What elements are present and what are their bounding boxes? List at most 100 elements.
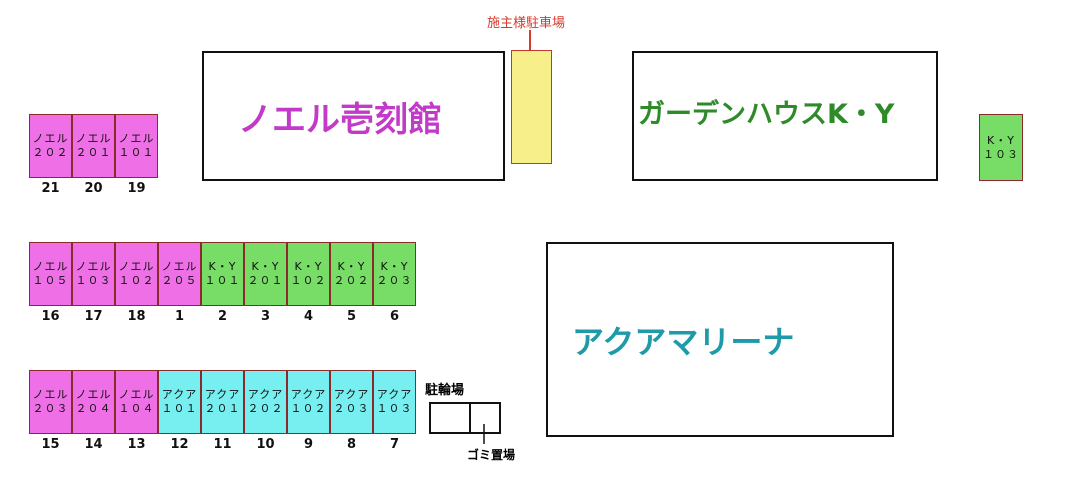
slot-line1: K・Y: [337, 260, 366, 273]
bike-parking-label: 駐輪場: [425, 383, 465, 398]
parking-slot-number: 8: [346, 437, 357, 452]
slot-line2: １０３: [983, 147, 1019, 161]
slot-line1: アクア: [161, 388, 198, 401]
slot-line2: ２０２: [247, 402, 284, 415]
slot-line2: ２０５: [161, 274, 198, 287]
parking-slot-number: 2: [217, 309, 228, 324]
building-noel-name: ノエル壱刻館: [238, 100, 442, 140]
parking-slot-number: 12: [170, 437, 189, 452]
slot-line2: ２０１: [75, 146, 112, 159]
slot-line1: ノエル: [118, 260, 155, 273]
garbage-label: ゴミ置場: [467, 448, 516, 462]
parking-slot-number: 17: [84, 309, 103, 324]
slot-line2: ２０３: [32, 402, 69, 415]
slot-line1: ノエル: [75, 260, 112, 273]
slot-line1: K・Y: [251, 260, 280, 273]
parking-slot-number: 18: [127, 309, 146, 324]
parking-slot-number: 5: [346, 309, 357, 324]
parking-slot-ky-103: K・Y １０３: [979, 114, 1023, 181]
slot-line2: １０２: [118, 274, 155, 287]
building-aqua-name: アクアマリーナ: [572, 323, 795, 361]
parking-slot-number: 6: [389, 309, 400, 324]
parking-slot-number: 3: [260, 309, 271, 324]
slot-line2: ２０３: [376, 274, 413, 287]
parking-slot-number: 11: [213, 437, 232, 452]
building-garden-name: ガーデンハウスK・Y: [638, 99, 895, 130]
parking-slot-number: 15: [41, 437, 60, 452]
slot-line2: ２０３: [333, 402, 370, 415]
slot-line2: ２０２: [32, 146, 69, 159]
slot-line2: ２０４: [75, 402, 112, 415]
slot-line1: K・Y: [294, 260, 323, 273]
parking-slot-number: 21: [41, 181, 60, 196]
slot-line1: アクア: [376, 388, 413, 401]
parking-slot-number: 9: [303, 437, 314, 452]
slot-line1: アクア: [204, 388, 241, 401]
slot-line2: １０２: [290, 402, 327, 415]
slot-line1: ノエル: [118, 132, 155, 145]
slot-line2: １０３: [376, 402, 413, 415]
building-noel: [202, 51, 505, 181]
parking-slot-number: 13: [127, 437, 146, 452]
slot-line1: アクア: [333, 388, 370, 401]
slot-line2: １０１: [161, 402, 198, 415]
slot-line1: K・Y: [987, 133, 1015, 147]
parking-slot-number: 1: [174, 309, 185, 324]
parking-slot-number: 7: [389, 437, 400, 452]
slot-line1: アクア: [290, 388, 327, 401]
slot-line2: １０２: [290, 274, 327, 287]
slot-line1: ノエル: [75, 132, 112, 145]
owner-parking-space: [511, 50, 552, 164]
slot-line1: ノエル: [75, 388, 112, 401]
slot-line1: ノエル: [32, 132, 69, 145]
parking-slot-number: 19: [127, 181, 146, 196]
slot-line2: １０４: [118, 402, 155, 415]
slot-line2: ２０１: [204, 402, 241, 415]
bike-parking-box-right: [469, 402, 501, 434]
parking-slot-number: 4: [303, 309, 314, 324]
slot-line1: K・Y: [208, 260, 237, 273]
slot-line1: ノエル: [118, 388, 155, 401]
slot-line1: アクア: [247, 388, 284, 401]
owner-parking-label: 施主様駐車場: [487, 16, 566, 31]
slot-line2: １０１: [204, 274, 241, 287]
slot-line2: １０３: [75, 274, 112, 287]
bike-parking-box-left: [429, 402, 471, 434]
slot-line1: ノエル: [32, 388, 69, 401]
building-garden: [632, 51, 938, 181]
slot-line1: K・Y: [380, 260, 409, 273]
building-aqua: [546, 242, 894, 437]
parking-slot-number: 10: [256, 437, 275, 452]
slot-line1: ノエル: [32, 260, 69, 273]
garbage-pointer-line: [483, 424, 485, 444]
parking-slot-number: 16: [41, 309, 60, 324]
parking-slot-number: 20: [84, 181, 103, 196]
slot-line2: １０１: [118, 146, 155, 159]
slot-line2: ２０２: [333, 274, 370, 287]
slot-line1: ノエル: [161, 260, 198, 273]
parking-slot-number: 14: [84, 437, 103, 452]
slot-line2: ２０１: [247, 274, 284, 287]
slot-line2: １０５: [32, 274, 69, 287]
